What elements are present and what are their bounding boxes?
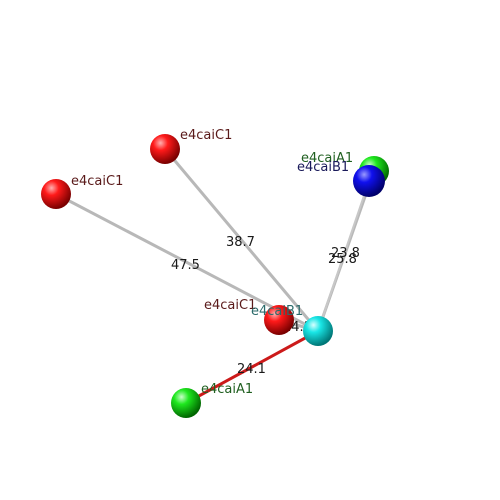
atom-c1-far-left[interactable]	[41, 179, 71, 209]
atom-label-c1-far-left: e4caiC1	[71, 174, 123, 189]
atom-a1-lower[interactable]	[171, 388, 201, 418]
bond-a1-lower	[185, 329, 319, 405]
bond-c1-top	[163, 148, 320, 332]
distance-label-a1-lower: 24.1	[237, 362, 266, 377]
atom-label-a1-lower: e4caiA1	[201, 382, 253, 397]
atom-label-b1-upper: e4caiB1	[297, 160, 349, 175]
atom-c1-top[interactable]	[150, 134, 180, 164]
atom-b1-center[interactable]	[303, 316, 333, 346]
bond-b1-upper	[317, 180, 370, 332]
atom-label-b1-center: e4caiB1	[251, 304, 303, 319]
distance-label-a1-upper: 23.8	[331, 246, 360, 261]
atom-label-c1-center: e4caiC1	[204, 298, 256, 313]
distance-label-b1-upper: 25.8	[328, 252, 357, 267]
atom-b1-upper[interactable]	[353, 165, 385, 197]
distance-label-c1-far-left: 47.5	[171, 258, 200, 273]
atom-label-a1-upper: e4caiA1	[301, 151, 353, 166]
atom-label-c1-top: e4caiC1	[180, 128, 232, 143]
distance-label-c1-top: 38.7	[226, 235, 255, 250]
atom-c1-center[interactable]	[264, 305, 294, 335]
